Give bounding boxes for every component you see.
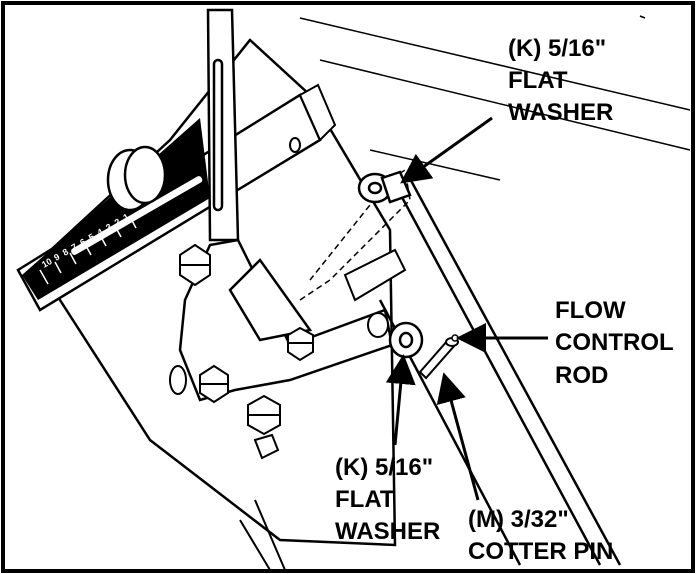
label-cotter-pin: (M) 3/32" COTTER PIN bbox=[468, 506, 613, 565]
hopper-outline bbox=[299, 15, 691, 181]
label-top-washer-line2: FLAT bbox=[508, 67, 568, 94]
bolt-bottom bbox=[247, 394, 281, 460]
scale-number: 1 bbox=[121, 212, 130, 223]
label-rod-line1: FLOW bbox=[555, 297, 626, 324]
scale-number: 5 bbox=[87, 232, 96, 243]
top-flat-washer bbox=[357, 170, 412, 204]
arrow-top-washer bbox=[400, 116, 493, 184]
callout-arrows bbox=[385, 116, 548, 501]
label-top-washer: (K) 5/16" FLAT WASHER bbox=[508, 35, 613, 126]
cotter-pin bbox=[418, 337, 459, 380]
linkage-pin bbox=[343, 248, 407, 338]
scale-number: 7 bbox=[69, 242, 78, 253]
arrow-cotter-pin bbox=[436, 372, 480, 501]
lever-arm bbox=[178, 238, 394, 402]
label-top-washer-line1: (K) 5/16" bbox=[508, 35, 606, 62]
scale-number: 3 bbox=[104, 222, 113, 233]
scale-number: 10 bbox=[40, 256, 54, 270]
plate-hole bbox=[289, 137, 301, 153]
label-bottom-washer-line1: (K) 5/16" bbox=[335, 454, 433, 481]
bottom-flat-washer bbox=[388, 321, 424, 359]
label-cotter-pin-line1: (M) 3/32" bbox=[468, 506, 569, 533]
flow-lever bbox=[206, 8, 240, 242]
scale-number: 9 bbox=[52, 252, 61, 263]
label-rod-line2: CONTROL bbox=[555, 329, 674, 356]
scale-number: 2 bbox=[113, 217, 122, 228]
label-bottom-washer-line2: FLAT bbox=[335, 486, 395, 513]
label-bottom-washer-line3: WASHER bbox=[335, 518, 440, 545]
bolt-lower-left bbox=[199, 364, 229, 404]
scale-numbers: 10 9 8 7 6 5 4 3 2 1 bbox=[40, 212, 131, 270]
rod-hole bbox=[451, 334, 459, 342]
bolt-middle bbox=[287, 326, 314, 362]
scale-number: 4 bbox=[95, 227, 104, 238]
label-rod: FLOW CONTROL ROD bbox=[555, 297, 674, 389]
bolt-upper bbox=[179, 243, 211, 287]
label-bottom-washer: (K) 5/16" FLAT WASHER bbox=[335, 454, 440, 545]
scale-number: 6 bbox=[78, 237, 87, 248]
frame-lines bbox=[239, 499, 286, 571]
label-cotter-pin-line2: COTTER PIN bbox=[468, 538, 613, 565]
arrow-bottom-washer bbox=[385, 354, 416, 446]
label-rod-line3: ROD bbox=[555, 362, 608, 389]
adjustment-knob bbox=[106, 145, 167, 212]
bolt-left-edge bbox=[169, 365, 187, 395]
scale-ticks bbox=[39, 216, 137, 285]
label-top-washer-line3: WASHER bbox=[508, 99, 613, 126]
scale-number: 8 bbox=[61, 247, 70, 258]
